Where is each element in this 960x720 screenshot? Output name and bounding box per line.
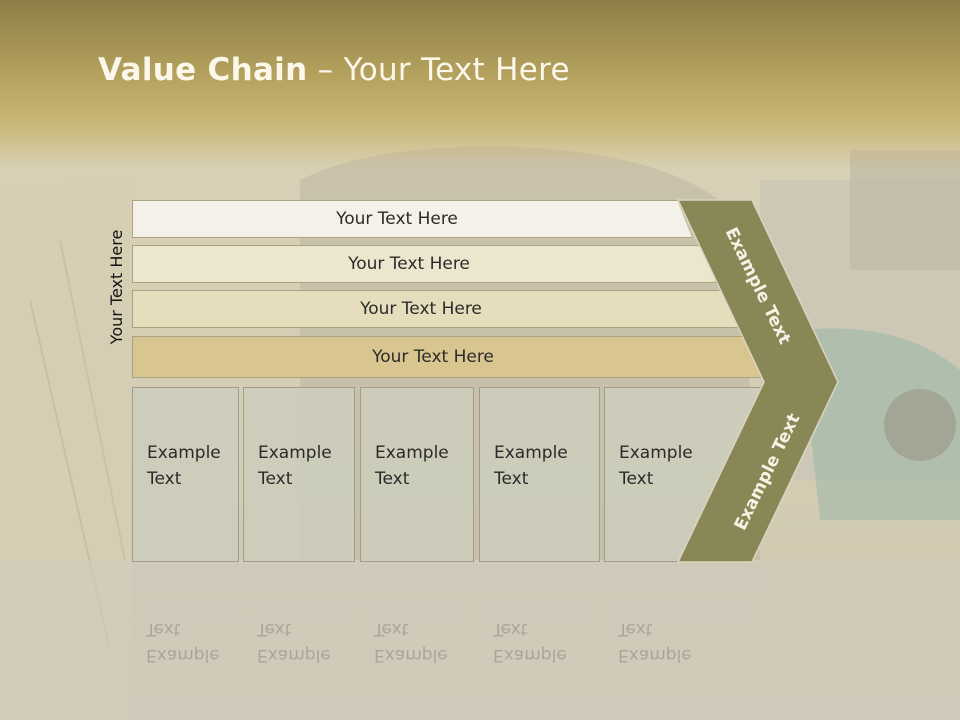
- bar-3-label: Your Text Here: [360, 299, 482, 319]
- title-bold: Value Chain: [98, 52, 308, 88]
- bar-3[interactable]: Your Text Here: [132, 290, 740, 328]
- title-band: [0, 0, 960, 170]
- title-rest: – Your Text Here: [307, 52, 570, 88]
- box-4-label: Example Text: [494, 443, 568, 489]
- box-2-label: Example Text: [258, 443, 332, 489]
- bar-4-label: Your Text Here: [372, 347, 494, 367]
- bar-2-label: Your Text Here: [348, 254, 470, 274]
- bar-1[interactable]: Your Text Here: [132, 200, 692, 238]
- box-4[interactable]: Example Text: [479, 387, 600, 562]
- box-3[interactable]: Example Text: [360, 387, 474, 562]
- box-5-label: Example Text: [619, 443, 693, 489]
- box-2[interactable]: Example Text: [243, 387, 355, 562]
- bar-4[interactable]: Your Text Here: [132, 336, 764, 378]
- bar-2[interactable]: Your Text Here: [132, 245, 716, 283]
- bar-1-label: Your Text Here: [336, 209, 458, 229]
- box-3-label: Example Text: [375, 443, 449, 489]
- slide-title: Value Chain – Your Text Here: [98, 52, 570, 88]
- box-1-label: Example Text: [147, 443, 221, 489]
- chevron-shape[interactable]: [676, 199, 839, 563]
- box-1[interactable]: Example Text: [132, 387, 239, 562]
